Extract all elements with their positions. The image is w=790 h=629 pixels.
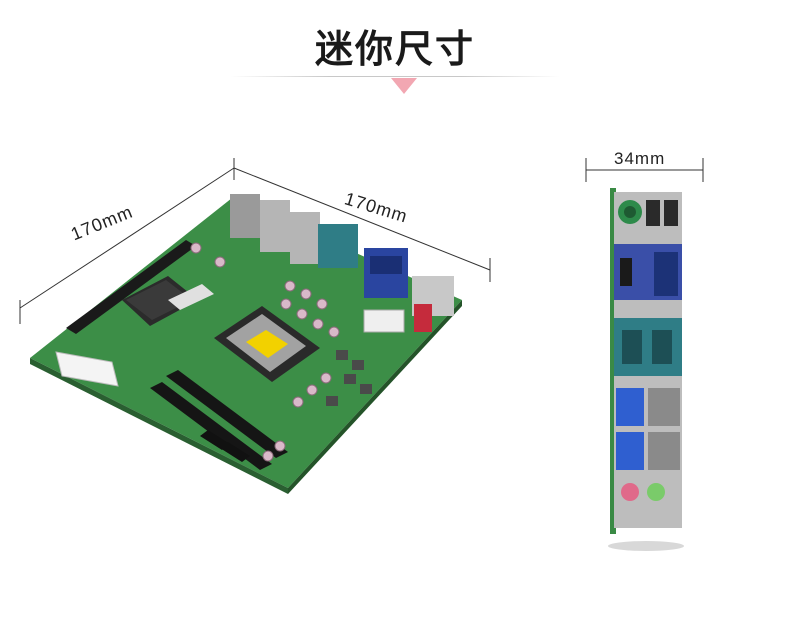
title-arrow-icon [391, 78, 417, 94]
io-depth-label: 34mm [614, 149, 666, 168]
motherboard-image [30, 194, 462, 494]
io-shield-image [608, 188, 684, 551]
title-divider [230, 76, 560, 77]
dimension-lines [19, 158, 704, 324]
page-title: 迷你尺寸 [314, 27, 475, 71]
